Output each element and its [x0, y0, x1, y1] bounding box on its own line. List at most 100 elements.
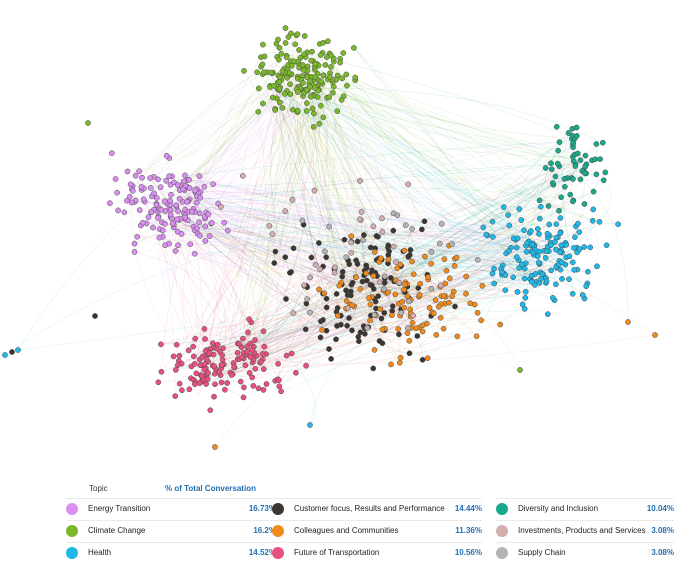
network-node	[417, 280, 424, 287]
network-node	[491, 280, 498, 287]
network-node	[301, 282, 307, 289]
network-node	[419, 328, 426, 335]
network-edge	[358, 332, 423, 360]
network-node	[196, 210, 203, 217]
network-edge	[182, 141, 560, 203]
network-node	[343, 287, 349, 294]
network-node	[559, 276, 565, 282]
network-node	[544, 311, 551, 317]
network-node	[519, 261, 525, 268]
network-edge	[278, 52, 323, 381]
network-node	[394, 265, 400, 272]
network-node	[463, 290, 469, 297]
network-node	[158, 341, 164, 348]
network-edge	[337, 110, 547, 252]
network-node	[193, 199, 200, 206]
network-node	[196, 380, 203, 387]
network-node	[238, 354, 245, 361]
network-edge	[198, 193, 442, 286]
network-edge	[160, 272, 541, 345]
network-node	[320, 114, 327, 121]
network-node	[320, 39, 327, 46]
network-node	[582, 152, 589, 159]
network-node	[147, 185, 154, 191]
network-edge	[326, 56, 446, 304]
network-edge	[181, 233, 198, 383]
network-node	[546, 221, 553, 228]
network-node	[521, 227, 527, 234]
network-edge	[220, 230, 242, 376]
network-edge	[214, 329, 323, 448]
network-edge	[328, 226, 418, 337]
network-node	[522, 294, 529, 301]
network-node	[357, 177, 363, 184]
network-node	[404, 330, 411, 336]
network-edge	[427, 201, 574, 278]
network-node	[500, 204, 507, 210]
network-edge	[269, 85, 533, 276]
network-node	[199, 353, 206, 360]
network-node	[296, 47, 302, 53]
network-edge	[314, 63, 518, 239]
network-node	[397, 354, 404, 361]
network-node	[409, 319, 416, 326]
network-node	[381, 273, 388, 280]
network-node	[572, 234, 578, 240]
network-node	[201, 366, 208, 373]
network-edge	[141, 186, 364, 236]
network-edge	[363, 275, 400, 364]
network-edge	[179, 160, 574, 356]
network-node	[317, 266, 324, 273]
network-node	[370, 365, 377, 372]
network-edge	[200, 274, 374, 376]
network-edge	[156, 204, 540, 264]
network-node	[372, 298, 379, 305]
legend-item-diversity-inclusion: Diversity and Inclusion 10.04%	[496, 498, 674, 521]
network-node	[221, 219, 228, 226]
network-edge	[542, 166, 586, 207]
network-node	[300, 66, 307, 73]
legend-item-label: Energy Transition	[88, 504, 151, 513]
network-node	[571, 267, 578, 273]
network-edge	[156, 203, 570, 280]
network-node	[599, 139, 606, 146]
network-node	[583, 283, 590, 290]
network-node	[499, 269, 505, 275]
network-node	[548, 166, 555, 173]
network-edge	[189, 198, 428, 359]
network-node	[585, 268, 591, 275]
network-node	[255, 85, 262, 92]
network-node	[224, 380, 231, 386]
network-node	[289, 196, 296, 203]
network-edge	[344, 217, 488, 240]
network-node	[536, 231, 542, 237]
network-edge	[243, 105, 322, 359]
network-node	[467, 300, 474, 307]
network-edge	[306, 89, 547, 279]
network-node	[107, 200, 113, 207]
network-edge	[276, 103, 308, 392]
network-node	[343, 254, 350, 261]
network-edge	[269, 85, 385, 331]
network-edge	[274, 108, 376, 302]
network-node	[553, 123, 560, 130]
network-edge	[574, 172, 606, 238]
network-edge	[195, 276, 343, 339]
network-node	[308, 254, 315, 261]
network-node	[346, 261, 353, 268]
network-node	[276, 383, 283, 390]
network-node	[300, 80, 306, 86]
network-node	[339, 273, 346, 280]
network-edge	[309, 329, 385, 426]
network-node	[405, 253, 412, 260]
network-node	[269, 231, 276, 237]
network-node	[282, 254, 289, 261]
network-edge	[157, 141, 560, 180]
network-edge	[200, 197, 377, 316]
network-edge	[153, 70, 245, 178]
network-node	[282, 25, 289, 31]
network-edge	[246, 224, 550, 353]
network-node	[553, 246, 559, 253]
network-node	[208, 220, 215, 226]
network-edge	[349, 242, 372, 298]
